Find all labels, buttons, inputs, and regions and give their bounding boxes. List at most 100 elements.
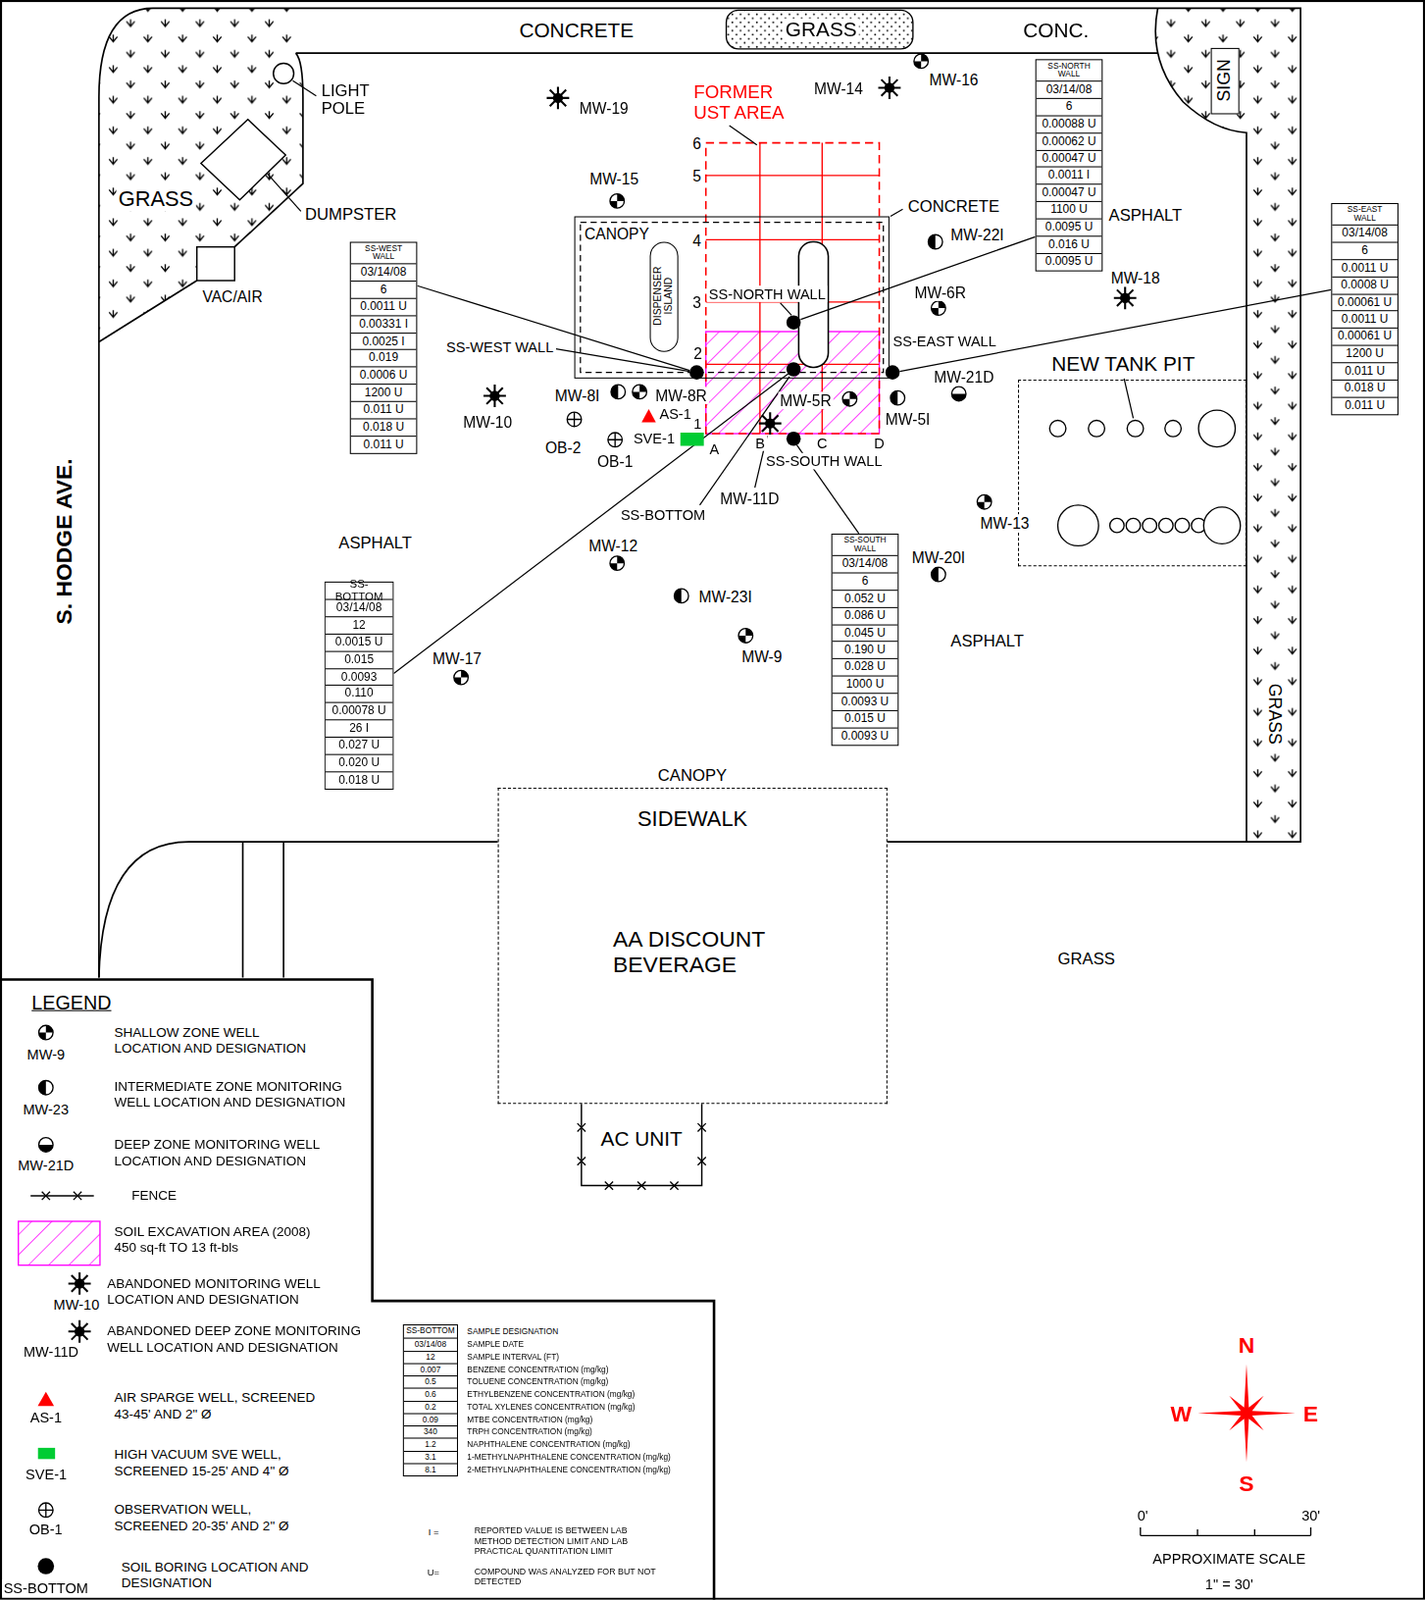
- map-use: [842, 391, 858, 407]
- map-rect: [706, 331, 880, 434]
- note-text: REPORTED VALUE IS BETWEEN LAB METHOD DET…: [472, 1526, 666, 1556]
- table-cell: 0.00047 U: [1036, 184, 1103, 203]
- scale-label: 30': [1299, 1506, 1323, 1524]
- map-use: [483, 384, 507, 408]
- map-use: [39, 1137, 54, 1153]
- key-description: SAMPLE DATE: [464, 1338, 526, 1349]
- table-cell: 0.018 U: [351, 417, 417, 436]
- map-label: MW-6R: [912, 283, 968, 302]
- legend-text: HIGH VACUUM SVE WELL, SCREENED 15-25' AN…: [111, 1446, 351, 1478]
- table-cell: 0.028 U: [832, 658, 899, 676]
- map-use: [931, 566, 947, 582]
- compass-letter: N: [1236, 1331, 1258, 1358]
- key-table: SS-BOTTOM03/14/08120.0070.50.60.20.09340…: [403, 1323, 459, 1476]
- map-circle: [1126, 420, 1144, 438]
- map-path: [1123, 378, 1133, 419]
- compass-letter: W: [1168, 1400, 1194, 1426]
- map-label: A: [707, 440, 721, 458]
- map-path: [780, 303, 792, 315]
- map-label: 3: [690, 293, 704, 311]
- table-cell: 03/14/08: [1036, 80, 1103, 99]
- map-rect: [726, 9, 914, 50]
- shape-label: NEW TANK PIT: [1049, 351, 1197, 375]
- table-cell: 0.2: [404, 1400, 458, 1414]
- shape-label: AC UNIT: [599, 1126, 685, 1151]
- map-circle: [1125, 517, 1141, 533]
- map-path: [556, 349, 690, 372]
- key-description: SAMPLE INTERVAL (FT): [464, 1352, 561, 1363]
- map-use: [42, 1191, 51, 1200]
- table-cell: 0.019: [351, 349, 417, 367]
- map-circle: [1058, 505, 1100, 547]
- table-header: SS-WEST WALL: [351, 243, 417, 264]
- legend-text: AIR SPARGE WELL, SCREENED 43-45' AND 2" …: [111, 1389, 336, 1422]
- table-cell: 0.0011 I: [1036, 166, 1103, 185]
- table-cell: 1000 U: [832, 675, 899, 694]
- map-rect: [706, 143, 880, 434]
- sample-table: SS-EAST WALL03/14/0860.0011 U0.0008 U0.0…: [1330, 203, 1399, 415]
- shape-label: AA DISCOUNT BEVERAGE: [610, 925, 794, 978]
- table-cell: 0.015: [325, 650, 394, 668]
- map-label: FORMER UST AREA: [691, 81, 809, 124]
- map-use: [610, 556, 625, 571]
- map-rect: [197, 247, 235, 281]
- map-label: 6: [690, 134, 704, 153]
- table-cell: 03/14/08: [1331, 224, 1398, 243]
- site-features: [197, 62, 295, 281]
- shape-label: SIGN: [1214, 56, 1234, 103]
- table-cell: 6: [1331, 241, 1398, 259]
- table-cell: 0.0006 U: [351, 366, 417, 385]
- table-cell: 0.00331 I: [351, 314, 417, 333]
- map-label: MW-14: [812, 79, 866, 98]
- former-ust-grid: [706, 143, 880, 434]
- map-label: MW-5R: [777, 391, 834, 409]
- legend-text: OBSERVATION WELL, SCREENED 20-35' AND 2"…: [111, 1501, 320, 1533]
- map-label: MW-13: [977, 513, 1031, 532]
- map-label: GRASS: [116, 186, 197, 211]
- map-path: [416, 285, 690, 370]
- compass-star: [1197, 1364, 1296, 1463]
- table-cell: 26 I: [325, 719, 394, 738]
- map-use: [566, 411, 582, 427]
- map-use: [610, 384, 626, 400]
- legend-label: OB-1: [27, 1521, 65, 1538]
- table-cell: 0.00047 U: [1036, 149, 1103, 167]
- scale-label: 0': [1135, 1506, 1151, 1524]
- note-symbol: I =: [426, 1526, 442, 1538]
- map-label: 1: [691, 414, 704, 432]
- map-use: [608, 432, 623, 448]
- table-cell: 0.027 U: [325, 736, 394, 755]
- table-cell: 1.2: [404, 1437, 458, 1451]
- dispenser-island: DISPENSER ISLAND: [649, 241, 678, 352]
- key-description: 2-METHYLNAPHTHALENE CONCENTRATION (mg/kg…: [464, 1464, 673, 1475]
- map-use: [951, 386, 967, 402]
- map-path: [99, 7, 1301, 977]
- map-label: 5: [690, 166, 704, 185]
- map-use: [738, 628, 754, 644]
- key-description: TOTAL XYLENES CONCENTRATION (mg/kg): [464, 1402, 637, 1413]
- map-label: MW-22I: [948, 225, 1006, 244]
- map-circle: [1088, 420, 1106, 438]
- map-label: SS-BOTTOM: [618, 507, 708, 524]
- shape-label: SIDEWALK: [635, 807, 750, 832]
- sample-table: SS-BOTTOM03/14/08120.0015 U0.0150.00930.…: [324, 581, 395, 790]
- table-cell: 0.018 U: [325, 770, 394, 789]
- map-circle: [689, 364, 705, 380]
- map-path: [99, 52, 304, 342]
- key-description: ETHYLBENZENE CONCENTRATION (mg/kg): [464, 1388, 637, 1399]
- map-use: [68, 1320, 92, 1343]
- map-label: GRASS: [1055, 949, 1117, 968]
- table-cell: 0.0093 U: [832, 692, 899, 711]
- map-path: [293, 80, 317, 97]
- building-canopy: CANOPYSIDEWALKAA DISCOUNT BEVERAGE: [498, 787, 888, 1104]
- map-use: [1114, 286, 1137, 309]
- scale-label: APPROXIMATE SCALE: [1150, 1550, 1308, 1568]
- shape-label: DISPENSER ISLAND: [652, 261, 675, 330]
- map-use: [610, 194, 625, 209]
- leader-lines: [267, 80, 1332, 673]
- table-cell: 0.0095 U: [1036, 253, 1103, 271]
- map-use: [605, 1180, 613, 1189]
- map-circle: [273, 62, 295, 84]
- table-header: SS-BOTTOM: [404, 1324, 458, 1338]
- map-path: [1155, 7, 1301, 842]
